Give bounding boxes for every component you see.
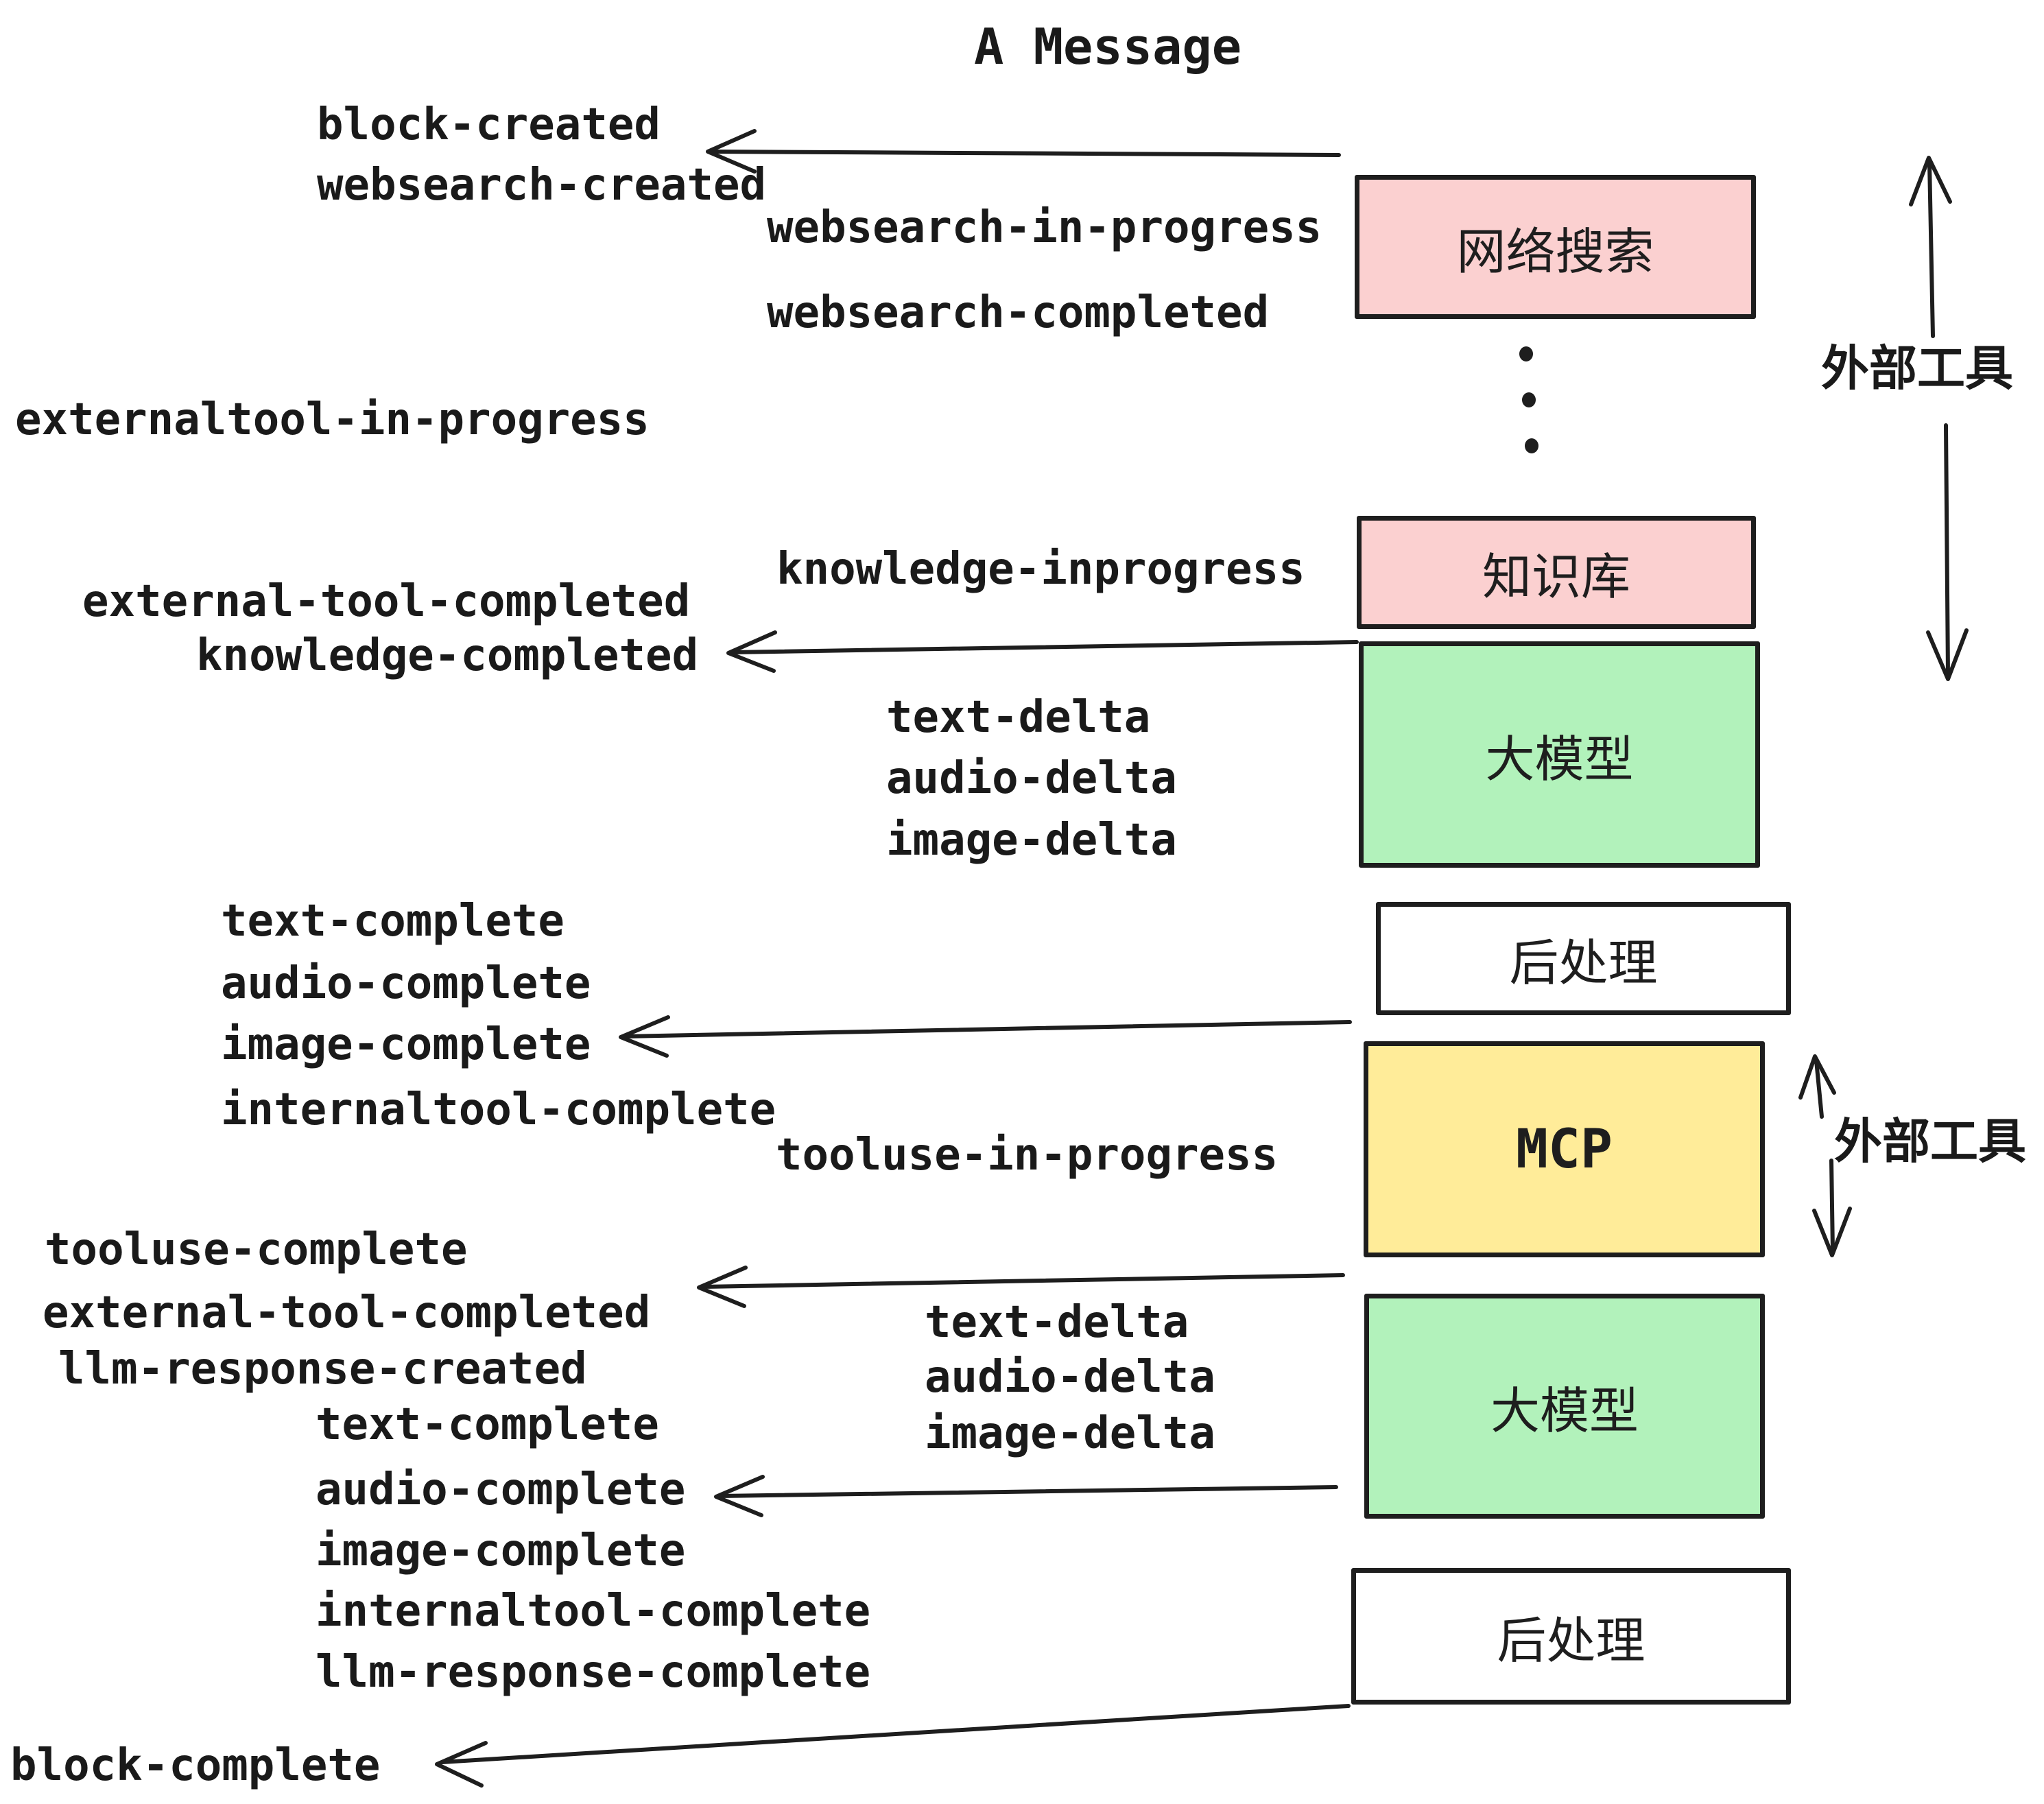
event-audio-delta-2: audio-delta — [925, 1352, 1215, 1403]
event-knowledge-completed: knowledge-completed — [196, 630, 699, 681]
box-llm-2-label: 大模型 — [1490, 1381, 1639, 1440]
box-knowledge-label: 知识库 — [1482, 548, 1630, 606]
arrow-to-block-complete — [435, 1704, 1351, 1788]
external-tools-up-arrow-2 — [1798, 1054, 1836, 1119]
continuation-dot — [1522, 392, 1536, 407]
box-llm-1: 大模型 — [1359, 641, 1760, 868]
event-llm-response-complete: llm-response-complete — [316, 1647, 871, 1698]
box-postprocess-1: 后处理 — [1376, 902, 1791, 1015]
event-tooluse-complete: tooluse-complete — [45, 1224, 468, 1275]
arrow-to-block-created — [706, 129, 1341, 174]
arrow-to-audio-complete — [714, 1475, 1338, 1517]
event-external-tool-completed-2: external-tool-completed — [43, 1287, 651, 1338]
event-block-created: block-created — [317, 99, 661, 150]
box-llm-2: 大模型 — [1364, 1294, 1765, 1519]
event-image-delta-1: image-delta — [886, 815, 1177, 866]
event-text-delta-1: text-delta — [886, 692, 1151, 743]
event-websearch-in-progress: websearch-in-progress — [767, 202, 1322, 253]
event-text-complete-2: text-complete — [316, 1399, 659, 1450]
event-audio-complete-1: audio-complete — [221, 958, 591, 1009]
event-image-delta-2: image-delta — [925, 1408, 1215, 1459]
diagram-title: A Message — [974, 18, 1242, 75]
box-postprocess-1-label: 后处理 — [1509, 934, 1658, 992]
arrow-to-image-complete — [619, 1015, 1352, 1058]
event-internaltool-complete-1: internaltool-complete — [221, 1084, 776, 1135]
box-knowledge: 知识库 — [1357, 516, 1756, 629]
event-image-complete-1: image-complete — [221, 1019, 591, 1070]
continuation-dot — [1519, 346, 1533, 361]
box-websearch-label: 网络搜索 — [1456, 222, 1654, 281]
external-tools-label-2: 外部工具 — [1834, 1113, 2026, 1170]
event-llm-response-created: llm-response-created — [58, 1344, 587, 1394]
event-text-delta-2: text-delta — [925, 1297, 1189, 1348]
event-audio-delta-1: audio-delta — [886, 753, 1177, 804]
external-tools-up-arrow-1 — [1909, 156, 1952, 338]
external-tools-down-arrow-1 — [1926, 423, 1969, 681]
event-tooluse-in-progress: tooluse-in-progress — [776, 1130, 1279, 1180]
box-llm-1-label: 大模型 — [1485, 730, 1634, 788]
event-image-complete-2: image-complete — [316, 1526, 686, 1576]
box-mcp: MCP — [1364, 1041, 1765, 1257]
arrow-to-knowledge-completed — [726, 630, 1359, 673]
event-audio-complete-2: audio-complete — [316, 1464, 686, 1515]
event-websearch-created: websearch-created — [317, 160, 767, 211]
external-tools-label-1: 外部工具 — [1821, 340, 2013, 396]
event-websearch-completed: websearch-completed — [767, 287, 1270, 338]
event-knowledge-inprogress: knowledge-inprogress — [776, 544, 1305, 595]
event-text-complete-1: text-complete — [221, 896, 565, 947]
external-tools-down-arrow-2 — [1812, 1159, 1852, 1257]
box-postprocess-2-label: 后处理 — [1497, 1612, 1645, 1670]
arrow-to-external-tool-completed — [697, 1266, 1345, 1308]
event-block-complete: block-complete — [10, 1740, 381, 1791]
event-internaltool-complete-2: internaltool-complete — [316, 1586, 871, 1637]
event-externaltool-in-progress: externaltool-in-progress — [15, 394, 650, 445]
box-websearch: 网络搜索 — [1355, 175, 1756, 319]
box-postprocess-2: 后处理 — [1351, 1568, 1791, 1705]
event-external-tool-completed-1: external-tool-completed — [82, 576, 691, 627]
box-mcp-label: MCP — [1516, 1118, 1613, 1180]
continuation-dot — [1525, 438, 1538, 453]
